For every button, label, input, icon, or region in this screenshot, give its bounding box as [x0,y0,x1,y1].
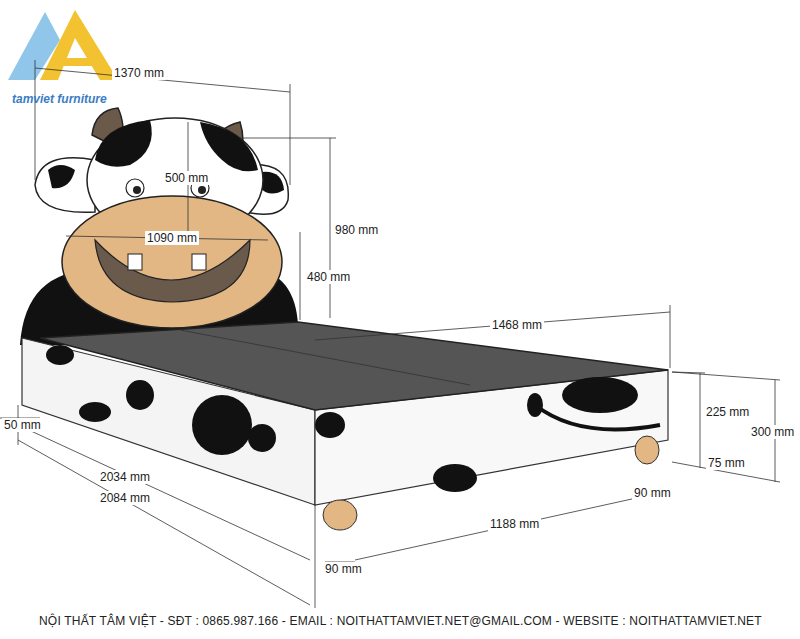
dimension-label: 300 mm [749,425,796,439]
dimension-label: 75 mm [706,456,747,470]
dimension-label: 1370 mm [112,66,166,80]
logo-mark [8,10,118,80]
dimension-label: 225 mm [704,405,751,419]
dimension-label: 980 mm [333,223,380,237]
dimension-label: 90 mm [323,562,364,576]
dimension-label: 1188 mm [488,517,541,531]
dimension-label: 1468 mm [490,318,544,332]
dimension-label: 480 mm [305,270,352,284]
logo-text: tamviet furniture [10,92,109,106]
dimension-label: 50 mm [2,418,43,432]
dimension-label: 90 mm [632,486,673,500]
dimension-label: 500 mm [163,171,210,185]
dimension-label: 1090 mm [145,231,199,245]
dimension-label: 2034 mm [98,470,152,484]
dimension-label: 2084 mm [98,491,152,505]
footer-text: NỘI THẤT TÂM VIỆT - SĐT : 0865.987.166 -… [37,614,764,628]
